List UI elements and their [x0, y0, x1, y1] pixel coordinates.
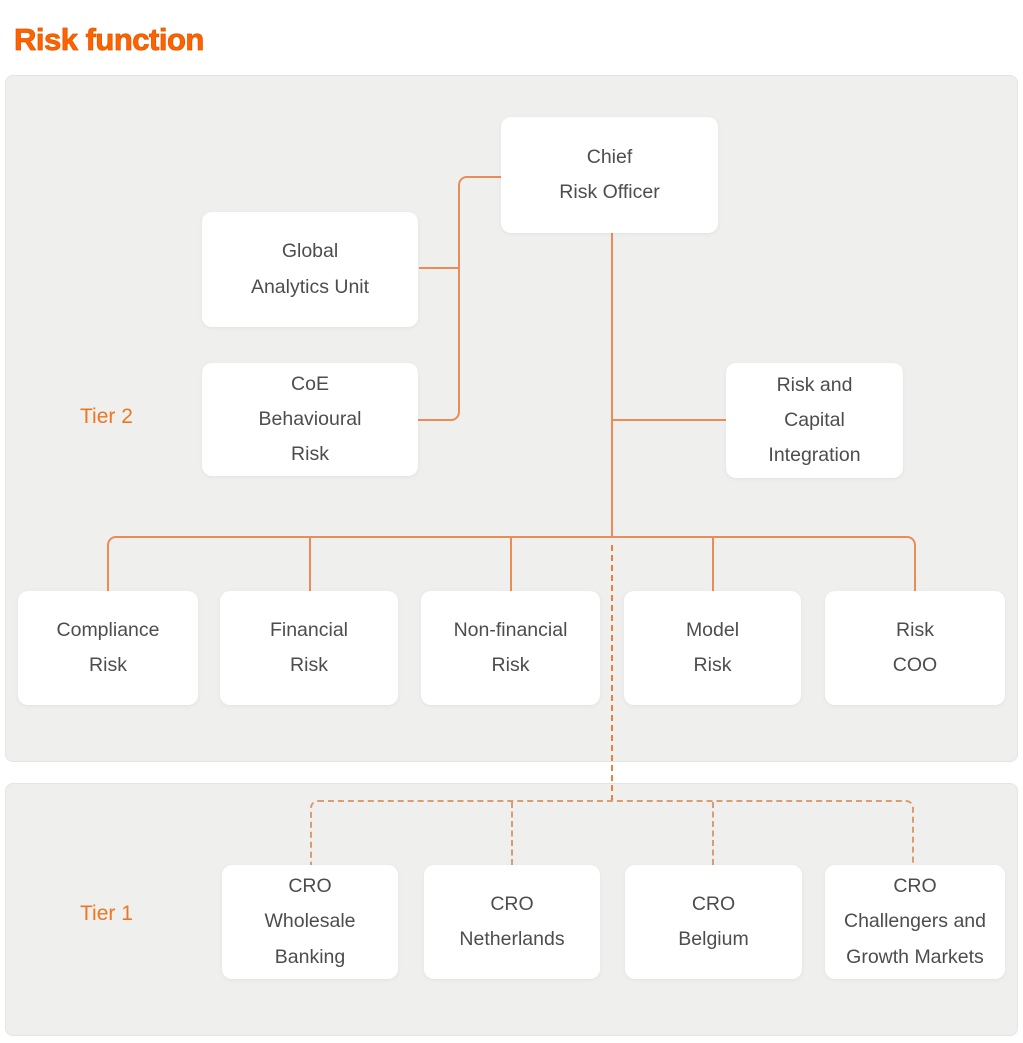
node-non-financial-risk: Non-financial Risk	[421, 591, 600, 705]
connector-model-risk-drop	[712, 538, 714, 591]
node-financial-risk: Financial Risk	[220, 591, 398, 705]
connector-tier2-bus	[107, 536, 916, 591]
tier2-label: Tier 2	[80, 405, 133, 428]
node-compliance-risk: Compliance Risk	[18, 591, 198, 705]
connector-cro-netherlands-drop	[511, 802, 513, 865]
connector-cro-left-corner	[458, 176, 502, 216]
connector-tier1-dashed-bus	[310, 800, 914, 865]
node-chief-risk-officer: Chief Risk Officer	[501, 117, 718, 233]
connector-global-analytics-branch	[419, 267, 460, 269]
page-title: Risk function	[14, 22, 205, 58]
node-cro-challengers-growth-markets: CRO Challengers and Growth Markets	[825, 865, 1005, 979]
node-global-analytics-unit: Global Analytics Unit	[202, 212, 418, 327]
connector-coe-behavioural-corner	[418, 388, 460, 421]
node-cro-netherlands: CRO Netherlands	[424, 865, 600, 979]
connector-cro-belgium-drop	[712, 802, 714, 865]
node-coe-behavioural-risk: CoE Behavioural Risk	[202, 363, 418, 476]
node-cro-belgium: CRO Belgium	[625, 865, 802, 979]
connector-cro-vertical	[611, 232, 613, 538]
connector-left-vertical	[458, 213, 460, 391]
connector-dashed-center-vertical	[611, 545, 613, 801]
connector-financial-risk-drop	[309, 538, 311, 591]
node-risk-and-capital-integration: Risk and Capital Integration	[726, 363, 903, 478]
node-cro-wholesale-banking: CRO Wholesale Banking	[222, 865, 398, 979]
tier1-label: Tier 1	[80, 902, 133, 925]
node-risk-coo: Risk COO	[825, 591, 1005, 705]
connector-non-financial-risk-drop	[510, 538, 512, 591]
node-model-risk: Model Risk	[624, 591, 801, 705]
connector-risk-capital-branch	[612, 419, 726, 421]
